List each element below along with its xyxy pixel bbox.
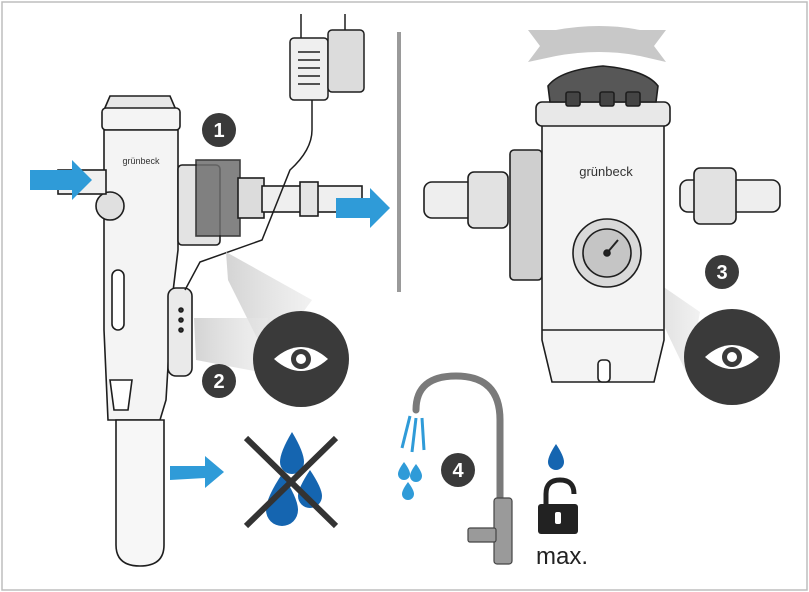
power-adapter xyxy=(184,14,365,291)
faucet xyxy=(398,372,513,565)
eye-badge-right xyxy=(684,309,780,405)
step-number: 1 xyxy=(213,120,224,142)
water-drop-icon xyxy=(398,462,422,500)
step-badge-4: 4 xyxy=(441,453,475,487)
filter-unit-right xyxy=(423,65,781,383)
flow-arrow-in-icon xyxy=(30,160,92,200)
filter-unit-left xyxy=(57,95,363,567)
step-number: 4 xyxy=(452,460,464,482)
flow-arrows xyxy=(30,160,390,488)
unlock-icon xyxy=(538,477,578,534)
step-badge-2: 2 xyxy=(202,364,236,398)
max-label: max. xyxy=(536,543,588,570)
step-badge-1: 1 xyxy=(202,113,236,147)
spotlight-cone-2b xyxy=(194,318,268,372)
eye-badge-left xyxy=(253,311,349,407)
step-number: 2 xyxy=(213,371,224,393)
step-badge-3: 3 xyxy=(705,255,739,289)
eye-icon xyxy=(274,347,328,371)
step-number: 3 xyxy=(716,262,727,284)
water-drop-icon xyxy=(548,444,564,470)
spotlight-cone-2a xyxy=(226,252,312,360)
brand-label-left: grünbeck xyxy=(122,156,160,166)
eye-icon xyxy=(705,345,759,369)
rotate-arrow-icon xyxy=(528,26,666,62)
flow-arrow-out-icon xyxy=(336,188,390,228)
no-water-icon xyxy=(243,432,339,529)
brand-label-right: grünbeck xyxy=(579,164,633,179)
flow-arrow-drain-icon xyxy=(170,456,224,488)
